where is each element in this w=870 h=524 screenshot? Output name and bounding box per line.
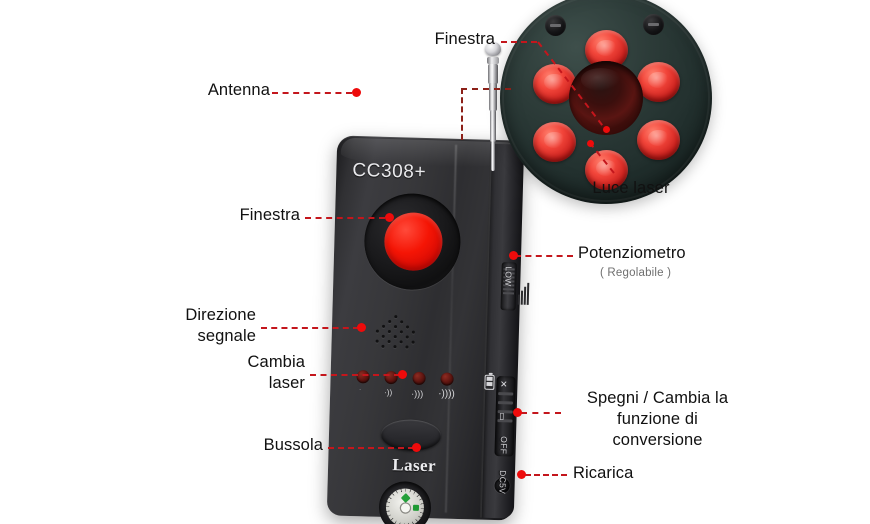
leader-potenziometro <box>515 255 573 257</box>
inset-led-upper-right <box>637 62 680 102</box>
callout-label-direzione-segnale: Direzione segnale <box>185 306 256 345</box>
leader-finestra-inset <box>501 41 537 43</box>
callout-sublabel-potenziometro: ( Regolabile ) <box>600 267 672 279</box>
leader-finestra-front <box>305 217 385 219</box>
antenna-segment-4 <box>490 141 495 171</box>
callout-label-cambia-laser: Cambia laser <box>247 353 305 392</box>
inset-led-lower-left <box>533 122 576 162</box>
anchor-dot-bussola <box>412 443 421 452</box>
inset-led-bottom <box>585 150 628 190</box>
callout-label-finestra-front: Finestra <box>239 206 300 224</box>
signal-wave-icon-1: ˙ <box>359 389 362 397</box>
callout-label-ricarica: Ricarica <box>573 464 634 482</box>
brand-label: CC308+ <box>352 159 427 183</box>
inset-screw-left <box>545 15 566 36</box>
side-marking-low: LOW <box>503 266 514 287</box>
anchor-dot-antenna <box>352 88 361 97</box>
speaker-grille <box>375 315 420 354</box>
laser-wordmark: Laser <box>392 455 437 476</box>
lens-mode-icon: ▭ <box>497 412 508 421</box>
signal-led-3 <box>412 371 426 386</box>
antenna-segment-3 <box>489 110 496 142</box>
callout-label-spegni-cambia: Spegni / Cambia la funzione di conversio… <box>586 389 729 449</box>
signal-wave-icon-4: ·)))) <box>438 388 455 400</box>
anchor-dot-spegni <box>513 408 522 417</box>
leader-inset-elbow-horizontal <box>461 88 511 90</box>
signal-led-2 <box>384 370 398 385</box>
inset-led-lower-right <box>637 120 680 160</box>
side-marking-dc5v: DC5V <box>497 470 509 495</box>
antenna-collar <box>486 57 499 64</box>
leader-finestra-inset-diagonal <box>537 41 607 131</box>
inset-led-upper-left <box>533 64 576 104</box>
leader-antenna <box>272 92 352 94</box>
anchor-dot-finestra-front <box>385 213 394 222</box>
laser-mode-icon: ✕ <box>498 380 509 388</box>
signal-led-4 <box>440 372 454 386</box>
battery-icon <box>484 374 495 390</box>
callout-label-luce-laser: Luce laser <box>592 179 670 197</box>
signal-led-1 <box>356 370 370 384</box>
anchor-dot-potenziometro <box>509 251 518 260</box>
signal-indicator-row: ˙ ·)) ·))) ·)))) <box>356 370 497 410</box>
callout-label-potenziometro: Potenziometro <box>578 244 686 262</box>
anchor-dot-direzione <box>357 323 366 332</box>
antenna-segment-1 <box>487 64 498 84</box>
leader-spegni <box>521 412 561 414</box>
compass-east-marker <box>412 504 420 511</box>
leader-direzione <box>261 327 359 329</box>
side-marking-off: OFF <box>498 436 510 455</box>
signal-wave-icon-2: ·)) <box>384 387 393 398</box>
leader-bussola <box>328 447 414 449</box>
compass-hub <box>400 502 410 513</box>
anchor-dot-ricarica <box>517 470 526 479</box>
callout-label-antenna: Antenna <box>207 81 270 99</box>
callout-label-finestra-inset: Finestra <box>434 30 495 48</box>
leader-ricarica <box>525 474 567 476</box>
sensor-head-inset <box>500 0 712 204</box>
signal-wave-icon-3: ·))) <box>411 388 424 399</box>
antenna-segment-2 <box>488 83 497 111</box>
anchor-dot-luce-laser <box>587 140 594 147</box>
anchor-dot-finestra-inset <box>603 126 610 133</box>
leader-cambia-laser <box>310 374 400 376</box>
inset-screw-right <box>643 14 664 35</box>
potentiometer-scale <box>517 271 531 305</box>
antenna-tip <box>484 42 501 56</box>
leader-inset-elbow-vertical <box>461 88 463 140</box>
callout-label-bussola: Bussola <box>263 436 323 454</box>
anchor-dot-cambia-laser <box>398 370 407 379</box>
compass-face <box>385 487 425 524</box>
